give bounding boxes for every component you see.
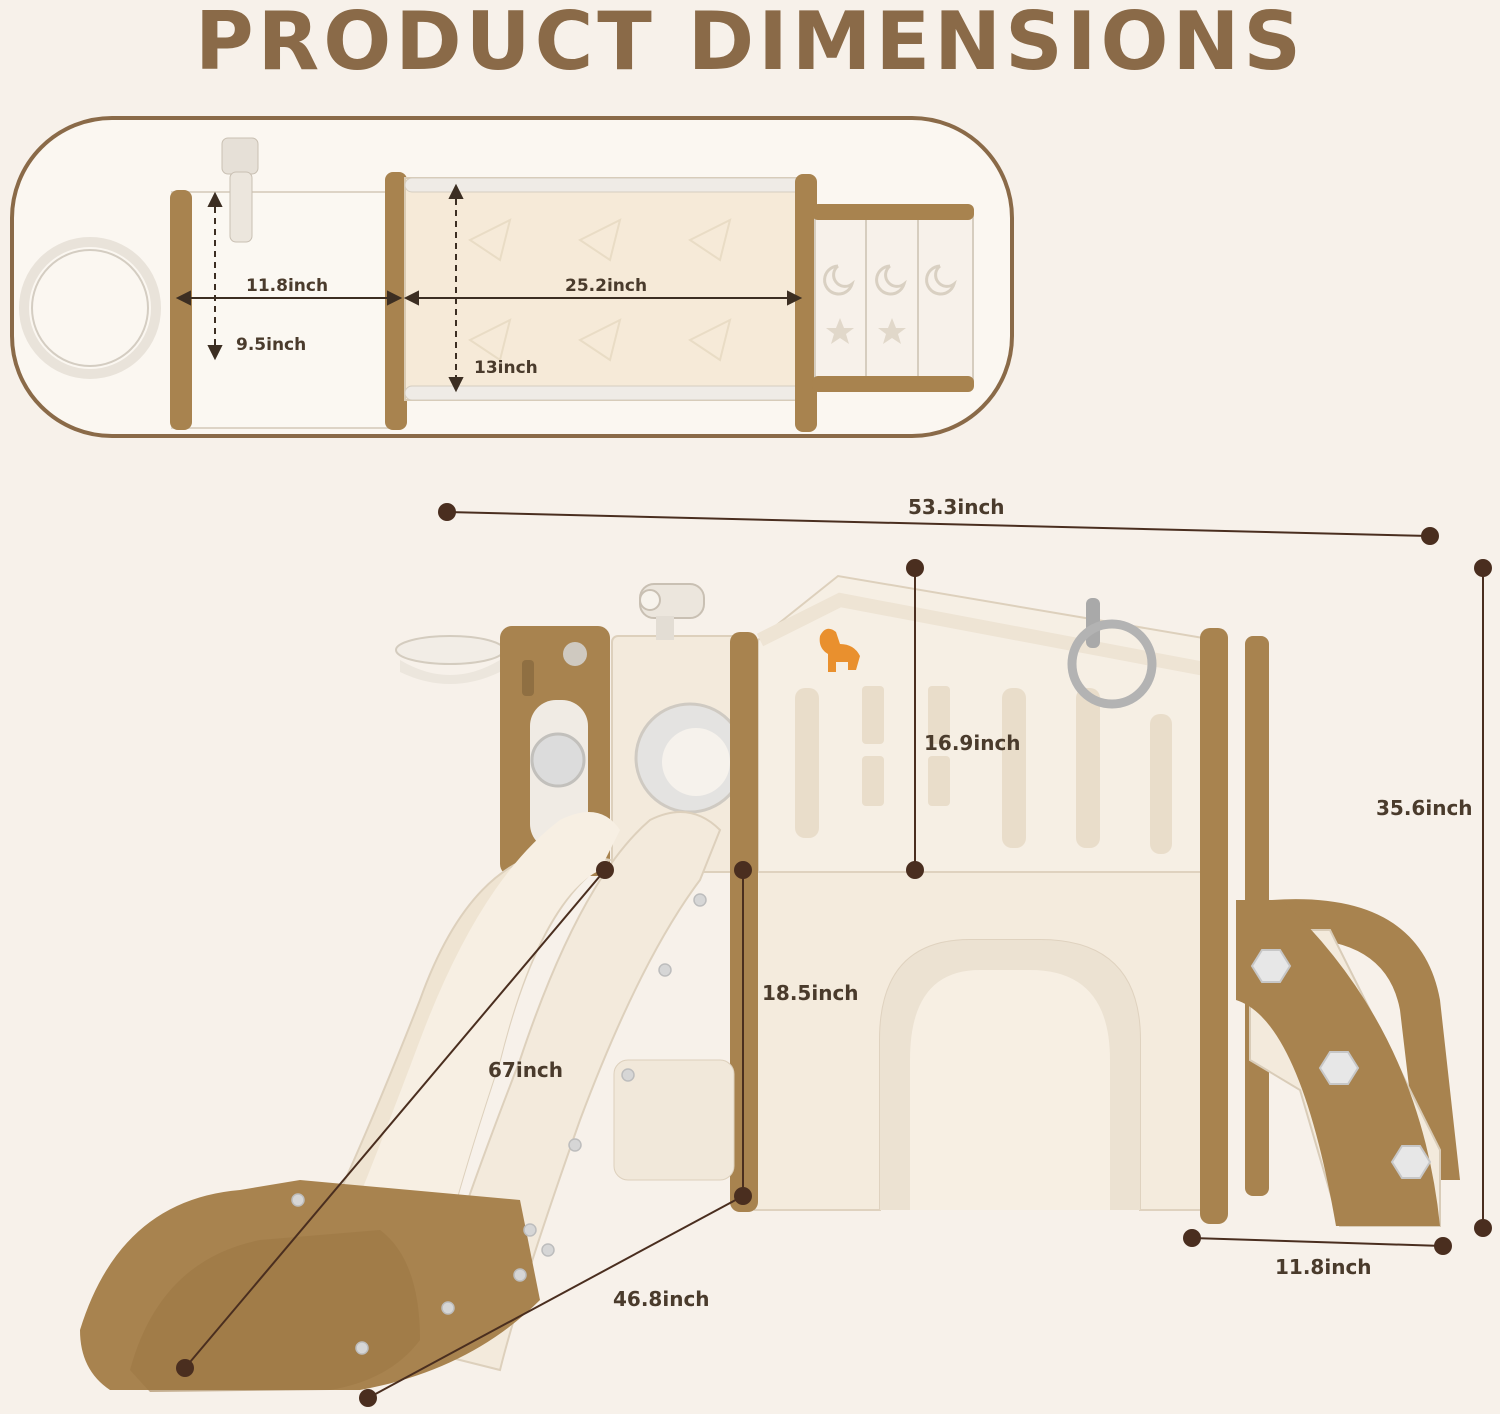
star-icon: [826, 318, 906, 344]
page-title: PRODUCT DIMENSIONS: [194, 0, 1306, 88]
right-stairs: [1236, 899, 1460, 1227]
top-left-tower: [171, 191, 391, 429]
dim-top-depth-small: 9.5inch: [236, 335, 307, 355]
dimension-lines: [184, 511, 1484, 1399]
top-stairs: [814, 211, 974, 381]
telescope-icon: [221, 137, 259, 243]
steering-ring-icon: [1067, 598, 1157, 709]
telescope-icon: [639, 583, 705, 640]
dim-total-length: 53.3inch: [908, 495, 1005, 519]
moon-icon: [823, 264, 957, 296]
dim-top-width-right: 25.2inch: [565, 276, 648, 296]
dim-fence-height: 16.9inch: [924, 731, 1021, 755]
dim-top-width-left: 11.8inch: [246, 276, 329, 296]
dim-ladder-depth: 11.8inch: [1275, 1255, 1372, 1279]
top-view-panel: [10, 116, 1014, 438]
dim-top-depth-large: 13inch: [474, 358, 538, 378]
dim-slide-length: 67inch: [488, 1058, 564, 1082]
dimension-endpoints: [176, 503, 1492, 1407]
slide: [80, 811, 722, 1392]
basketball-hoop: [395, 635, 505, 684]
dim-total-height: 35.6inch: [1376, 796, 1473, 820]
top-deck: [404, 177, 804, 401]
main-view: [80, 503, 1492, 1407]
dim-platform-height: 18.5inch: [762, 981, 859, 1005]
dinosaur-icon: [819, 628, 860, 672]
dim-slide-base: 46.8inch: [613, 1287, 710, 1311]
basketball-ring: [19, 237, 161, 379]
